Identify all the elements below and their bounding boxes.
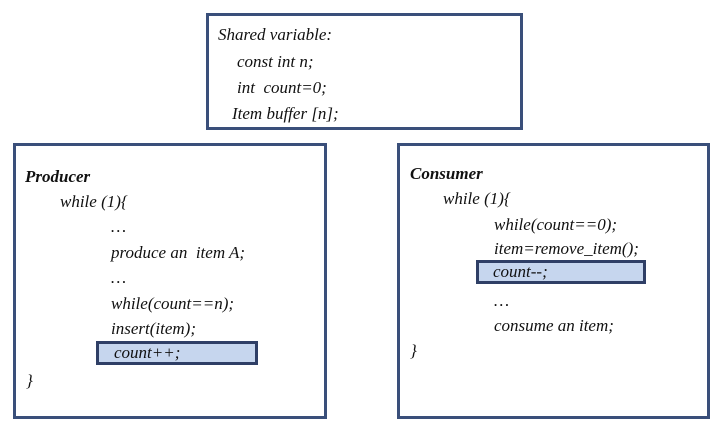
consumer-decrement: count--;	[493, 262, 548, 281]
consumer-consume: consume an item;	[494, 316, 614, 335]
producer-close-brace: }	[26, 371, 33, 390]
producer-increment: count++;	[114, 343, 181, 362]
shared-const-n: const int n;	[237, 52, 314, 71]
consumer-critical-highlight: count--;	[476, 260, 646, 284]
consumer-ellipsis: …	[494, 291, 510, 310]
producer-title: Producer	[25, 167, 91, 186]
shared-count: int count=0;	[237, 78, 327, 97]
consumer-close-brace: }	[410, 341, 417, 360]
consumer-wait: while(count==0);	[494, 215, 618, 234]
producer-critical-highlight: count++;	[96, 341, 258, 365]
producer-ellipsis-1: …	[111, 217, 127, 236]
shared-variable-title: Shared variable:	[218, 25, 333, 44]
consumer-title: Consumer	[410, 164, 483, 183]
consumer-remove: item=remove_item();	[494, 239, 639, 258]
producer-loop: while (1){	[60, 192, 128, 211]
shared-buffer: Item buffer [n];	[232, 104, 339, 123]
shared-variable-box: Shared variable: const int n; int count=…	[206, 13, 523, 130]
producer-insert: insert(item);	[111, 319, 196, 338]
producer-ellipsis-2: …	[111, 268, 127, 287]
consumer-box: Consumer while (1){ while(count==0); ite…	[397, 143, 710, 419]
producer-box: Producer while (1){ … produce an item A;…	[13, 143, 327, 419]
consumer-loop: while (1){	[443, 189, 511, 208]
producer-wait: while(count==n);	[111, 294, 235, 313]
producer-produce: produce an item A;	[111, 243, 246, 262]
